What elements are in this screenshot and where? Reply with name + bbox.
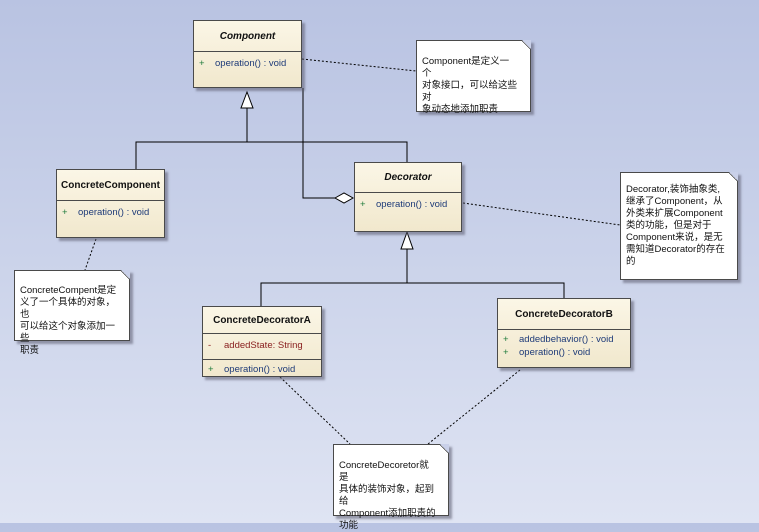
- operation-row: +operation() : void: [503, 347, 591, 358]
- operation-row: +operation() : void: [62, 207, 150, 218]
- operations-section: +operation() : void: [355, 193, 461, 214]
- note-text: Decorator,装饰抽象类, 继承了Component，从 外类来扩展Com…: [626, 184, 725, 267]
- operations-section: +operation() : void: [57, 201, 164, 222]
- inheritance-branches-decorator: [260, 282, 565, 306]
- inheritance-branches-component: [135, 141, 408, 169]
- attribute-row: -addedState: String: [208, 340, 303, 351]
- inheritance-arrow-decorator: [400, 230, 414, 250]
- note-text: ConcreteCompent是定 义了一个具体的对象，也 可以给这个对象添加一…: [20, 285, 117, 356]
- class-name: ConcreteDecoratorA: [203, 307, 321, 334]
- attributes-section: -addedState: String: [203, 334, 321, 360]
- operations-section: +operation() : void: [194, 52, 301, 73]
- operation-row: +operation() : void: [199, 58, 287, 69]
- decorator-note[interactable]: Decorator,装饰抽象类, 继承了Component，从 外类来扩展Com…: [620, 172, 738, 280]
- concrete-decorator-b-class[interactable]: ConcreteDecoratorB +addedbehavior() : vo…: [497, 298, 631, 368]
- note-text: Component是定义一个 对象接口，可以给这些对 象动态地添加职责: [422, 56, 518, 115]
- concrete-decorator-a-class[interactable]: ConcreteDecoratorA -addedState: String +…: [202, 306, 322, 377]
- class-name: Decorator: [355, 163, 461, 193]
- operations-section: +operation() : void: [203, 360, 321, 379]
- concrete-component-class[interactable]: ConcreteComponent +operation() : void: [56, 169, 165, 238]
- note-link-decorator-a: [279, 376, 351, 445]
- concrete-component-note[interactable]: ConcreteCompent是定 义了一个具体的对象，也 可以给这个对象添加一…: [14, 270, 130, 356]
- operation-row: +operation() : void: [208, 364, 296, 375]
- aggregation-diamond: [333, 192, 355, 204]
- operation-row: +operation() : void: [360, 199, 448, 210]
- note-link-concrete-component: [84, 238, 97, 271]
- aggregation-line: [302, 88, 336, 199]
- operations-section: +addedbehavior() : void +operation() : v…: [498, 330, 630, 362]
- class-name: ConcreteDecoratorB: [498, 299, 630, 330]
- concrete-decorator-note[interactable]: ConcreteDecoretor就是 具体的装饰对象，起到给 Componen…: [333, 444, 449, 531]
- note-link-decorator: [462, 202, 621, 226]
- component-note[interactable]: Component是定义一个 对象接口，可以给这些对 象动态地添加职责: [416, 40, 531, 115]
- inheritance-arrow-component: [240, 90, 254, 109]
- component-class[interactable]: Component +operation() : void: [193, 20, 302, 88]
- note-link-component: [301, 58, 417, 72]
- operation-row: +addedbehavior() : void: [503, 334, 614, 345]
- note-link-decorator-b: [427, 369, 521, 445]
- class-name: Component: [194, 21, 301, 52]
- class-name: ConcreteComponent: [57, 170, 164, 201]
- decorator-class[interactable]: Decorator +operation() : void: [354, 162, 462, 232]
